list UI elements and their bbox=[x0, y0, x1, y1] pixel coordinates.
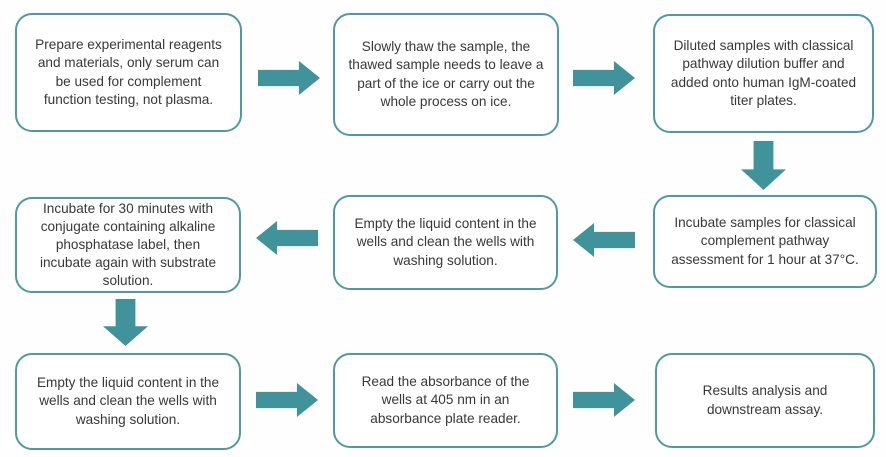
flow-step-3: Diluted samples with classical pathway d… bbox=[653, 14, 874, 133]
flow-step-5-label: Empty the liquid content in the wells an… bbox=[354, 216, 537, 268]
arrow-left-icon bbox=[573, 223, 635, 257]
flow-step-8: Read the absorbance of the wells at 405 … bbox=[333, 353, 558, 448]
arrow-down-icon bbox=[103, 299, 148, 346]
arrow-right-icon bbox=[256, 383, 318, 417]
flow-step-5: Empty the liquid content in the wells an… bbox=[333, 195, 558, 290]
flow-step-8-label: Read the absorbance of the wells at 405 … bbox=[361, 374, 530, 426]
flow-step-7-label: Empty the liquid content in the wells an… bbox=[36, 375, 220, 427]
flow-step-6-label: Incubate for 30 minutes with conjugate c… bbox=[39, 200, 217, 289]
flow-step-2-label: Slowly thaw the sample, the thawed sampl… bbox=[348, 39, 544, 109]
flow-step-6: Incubate for 30 minutes with conjugate c… bbox=[15, 197, 241, 293]
arrow-right-icon bbox=[258, 61, 320, 95]
arrow-right-icon bbox=[573, 61, 635, 95]
flow-step-4: Incubate samples for classical complemen… bbox=[653, 195, 877, 288]
arrow-right-icon bbox=[573, 383, 635, 417]
flow-step-7: Empty the liquid content in the wells an… bbox=[15, 353, 241, 450]
flow-step-1: Prepare experimental reagents and materi… bbox=[15, 13, 242, 132]
flow-step-1-label: Prepare experimental reagents and materi… bbox=[35, 37, 222, 107]
flow-step-3-label: Diluted samples with classical pathway d… bbox=[670, 38, 857, 108]
flow-step-9-label: Results analysis and downstream assay. bbox=[702, 383, 828, 417]
flow-step-2: Slowly thaw the sample, the thawed sampl… bbox=[333, 13, 559, 136]
flow-step-9: Results analysis and downstream assay. bbox=[655, 353, 875, 448]
arrow-down-icon bbox=[741, 141, 786, 190]
arrow-left-icon bbox=[256, 221, 318, 255]
flow-step-4-label: Incubate samples for classical complemen… bbox=[671, 215, 859, 267]
